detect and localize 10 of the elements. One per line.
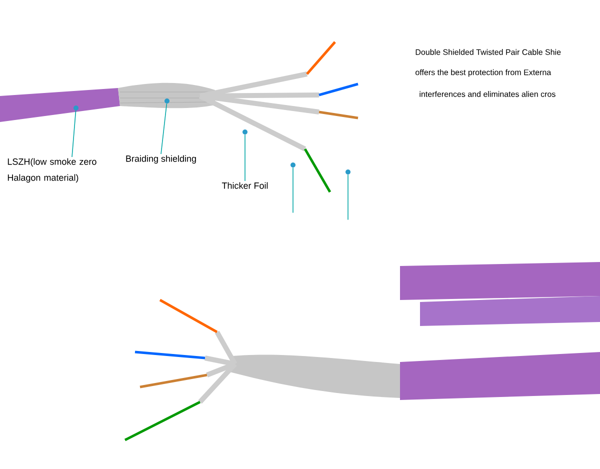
leader-line bbox=[292, 167, 294, 214]
callout-label: Thicker Foil bbox=[222, 182, 268, 189]
callout-label: LSZH(low smoke zero Halagon material) bbox=[8, 158, 96, 183]
callout-label: Braiding shielding bbox=[126, 155, 196, 164]
leader-line bbox=[160, 103, 168, 154]
leader-line bbox=[72, 110, 76, 158]
leader-line bbox=[244, 134, 246, 182]
description-text: offers the best protection from Externa bbox=[416, 69, 552, 77]
description-text: interferences and eliminates alien cros bbox=[420, 91, 556, 97]
description-text: Double Shielded Twisted Pair Cable Shie bbox=[416, 49, 561, 55]
